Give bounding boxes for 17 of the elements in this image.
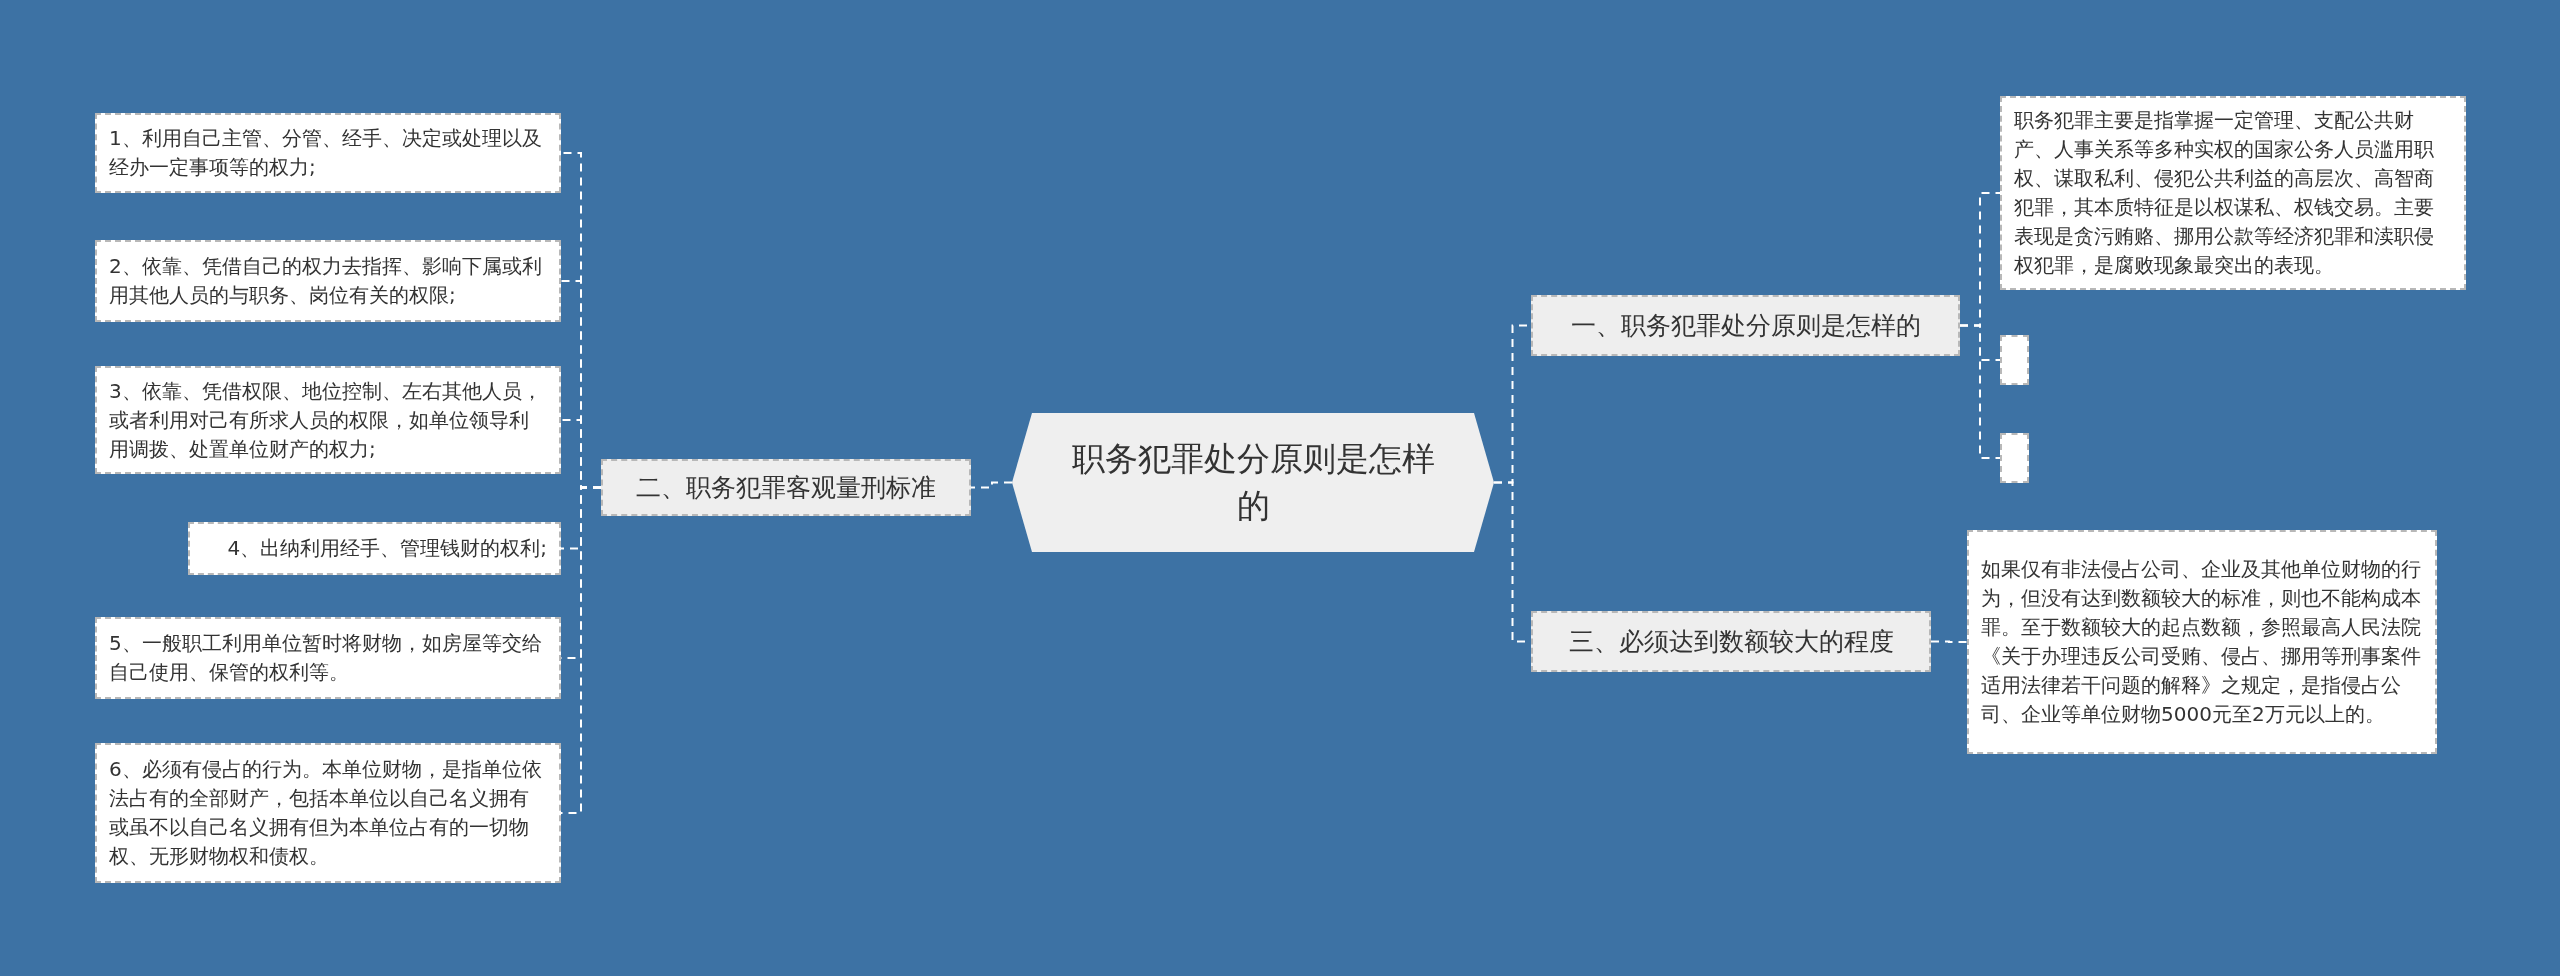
note-box: 4、出纳利用经手、管理钱财的权利; xyxy=(188,522,561,575)
note-box: 5、一般职工利用单位暂时将财物，如房屋等交给自己使用、保管的权利等。 xyxy=(95,617,561,699)
topic-box: 三、必须达到数额较大的程度 xyxy=(1531,611,1931,672)
empty-box xyxy=(2000,335,2029,385)
connector-line xyxy=(1930,640,1968,643)
topic-box: 一、职务犯罪处分原则是怎样的 xyxy=(1531,295,1960,356)
connector-line xyxy=(1959,324,2001,459)
note-box: 职务犯罪主要是指掌握一定管理、支配公共财产、人事关系等多种实权的国家公务人员滥用职权、谋取私利、侵犯公共利益的高层次、高智商犯罪，其本质特征是以权谋私、权钱交易。主要表现是贪污贿赂、挪用公款等经济犯罪和渎职侵权犯罪，是腐败现象最突出的表现。 xyxy=(2000,96,2466,290)
connector-line xyxy=(970,481,1013,489)
empty-box xyxy=(2000,433,2029,483)
topic-box: 二、职务犯罪客观量刑标准 xyxy=(601,459,971,516)
note-box: 6、必须有侵占的行为。本单位财物，是指单位依法占有的全部财产，包括本单位以自己名义拥有或虽不以自己名义拥有但为本单位占有的一切物权、无形财物权和债权。 xyxy=(95,743,561,883)
note-box: 3、依靠、凭借权限、地位控制、左右其他人员，或者利用对己有所求人员的权限，如单位领导利用调拨、处置单位财产的权力; xyxy=(95,366,561,474)
note-box: 2、依靠、凭借自己的权力去指挥、影响下属或利用其他人员的与职务、岗位有关的权限; xyxy=(95,240,561,322)
note-box: 如果仅有非法侵占公司、企业及其他单位财物的行为，但没有达到数额较大的标准，则也不能构成本罪。至于数额较大的起点数额，参照最高人民法院《关于办理违反公司受贿、侵占、挪用等刑事案件适用法律若干问题的解释》之规定，是指侵占公司、企业等单位财物5000元至2万元以上的。 xyxy=(1967,530,2437,754)
note-box: 1、利用自己主管、分管、经手、决定或处理以及经办一定事项等的权力; xyxy=(95,113,561,193)
central-topic: 职务犯罪处分原则是怎样的 xyxy=(1012,413,1494,552)
